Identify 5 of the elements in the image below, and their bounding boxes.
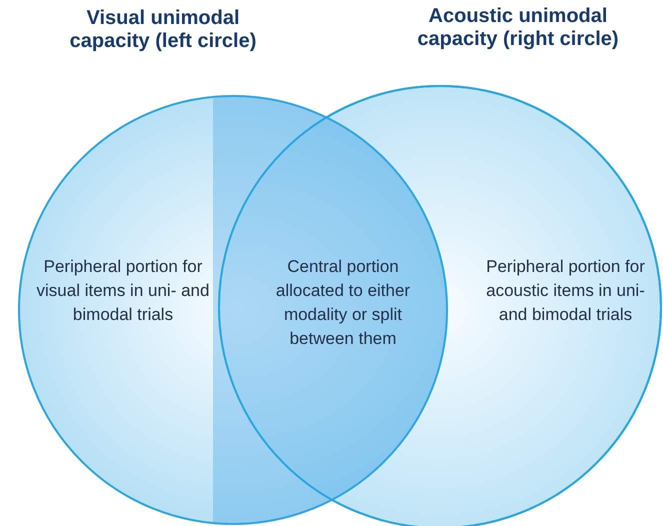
region-label: Peripheral portion for acoustic items in uni- and bimodal trials [485, 256, 646, 326]
region-label: Central portion allocated to either modality or split between them [274, 256, 412, 350]
region-label: Peripheral portion for visual items in uni- and bimodal trials [36, 256, 210, 326]
circle-heading: Visual unimodal capacity (left circle) [68, 7, 258, 53]
circle-heading: Acoustic unimodal capacity (right circle) [416, 5, 620, 51]
